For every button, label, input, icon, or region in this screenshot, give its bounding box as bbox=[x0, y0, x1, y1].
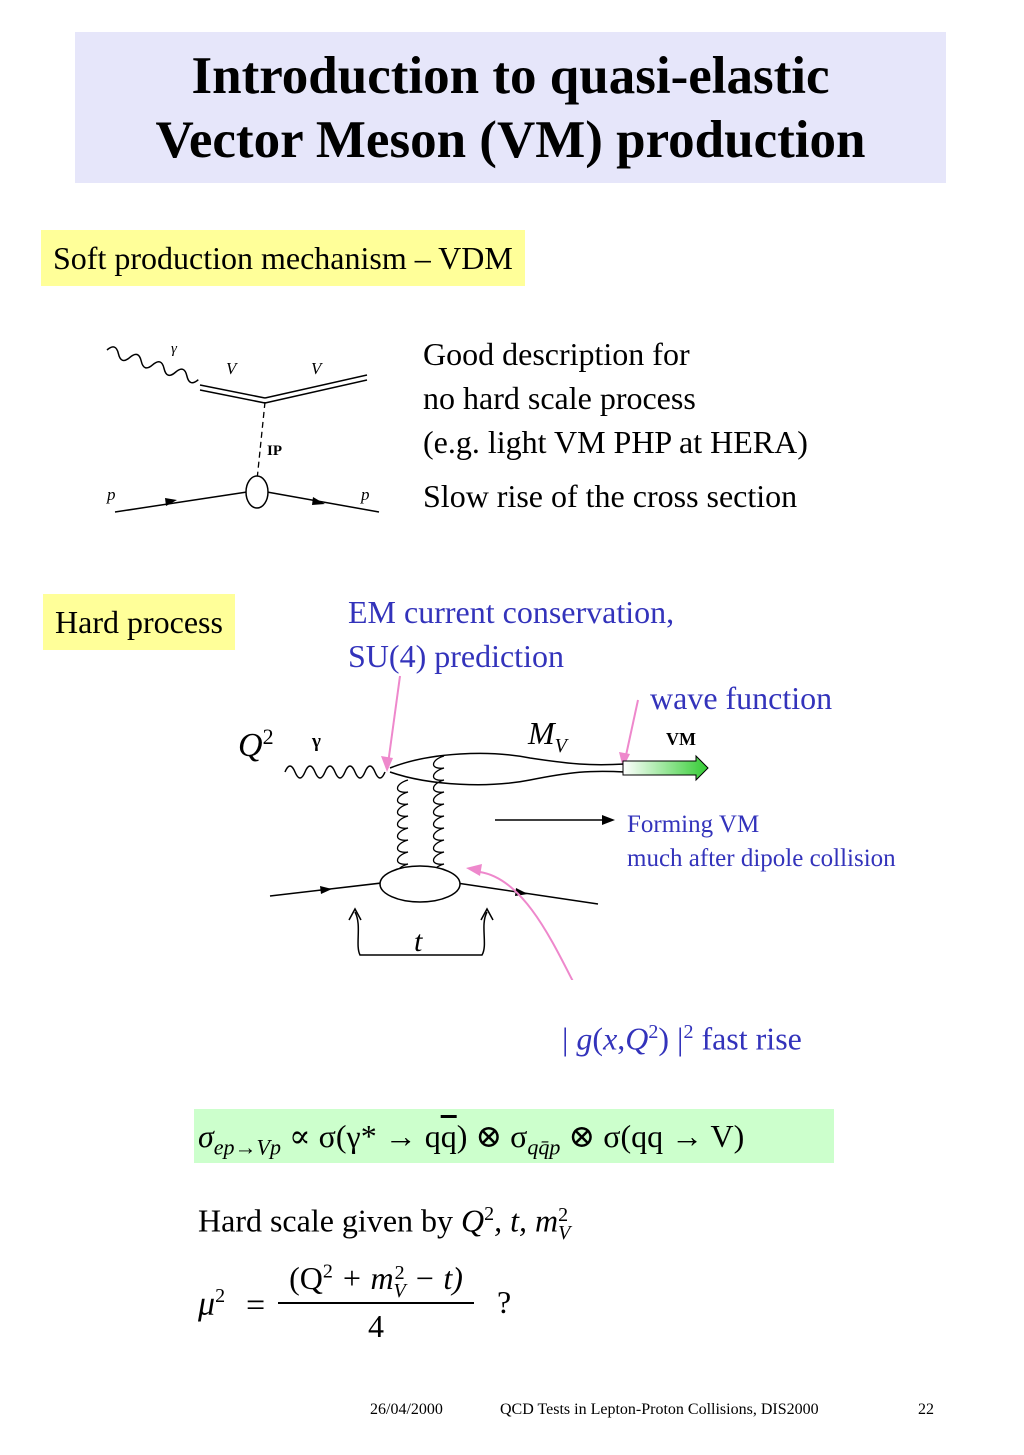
proton-vertex bbox=[245, 475, 269, 509]
question-mark: ? bbox=[497, 1284, 512, 1320]
forming-vm-line-1: Forming VM bbox=[627, 811, 760, 838]
title-box: Introduction to quasi-elastic Vector Mes… bbox=[75, 32, 946, 183]
soft-desc-line-3: (e.g. light VM PHP at HERA) bbox=[423, 424, 808, 460]
forming-vm-line-2: much after dipole collision bbox=[627, 845, 896, 872]
soft-desc-line-2: no hard scale process bbox=[423, 380, 696, 416]
gamma-label: γ bbox=[171, 341, 178, 357]
title-line-1: Introduction to quasi-elastic bbox=[191, 46, 830, 105]
em-note-line-1: EM current conservation, bbox=[348, 594, 675, 630]
proton-blob bbox=[379, 865, 461, 903]
gluon-pointer-line bbox=[479, 871, 574, 980]
mu-equals: = bbox=[246, 1287, 266, 1324]
vdm-diagram: γ V V IP p p bbox=[106, 341, 380, 513]
footer-date: 26/04/2000 bbox=[370, 1401, 443, 1418]
proton-arrow-in bbox=[165, 498, 177, 506]
vector-line-left-1 bbox=[199, 384, 266, 399]
gluon-density-note: | g(x,Q2) |2 fast rise bbox=[562, 1020, 802, 1057]
vector-line-left-2 bbox=[199, 389, 266, 404]
vm-label: VM bbox=[666, 729, 696, 749]
em-pointer-line bbox=[387, 675, 401, 765]
footer-page-number: 22 bbox=[918, 1401, 934, 1418]
hard-proton-arrow-in bbox=[320, 886, 332, 894]
p-in-label: p bbox=[106, 485, 116, 504]
v-label-right: V bbox=[311, 359, 324, 378]
em-current-note: EM current conservation, SU(4) predictio… bbox=[348, 590, 674, 678]
photon-line bbox=[106, 346, 199, 384]
title-line-2: Vector Meson (VM) production bbox=[155, 110, 866, 169]
em-note-line-2: SU(4) prediction bbox=[348, 638, 564, 674]
fraction-bar bbox=[278, 1302, 474, 1304]
proton-line-in bbox=[114, 491, 248, 513]
vm-arrow bbox=[622, 754, 709, 782]
gluon-right bbox=[432, 755, 445, 889]
wave-pointer-line bbox=[624, 699, 639, 761]
pomeron-line bbox=[256, 401, 266, 481]
dipole-lower bbox=[389, 770, 626, 786]
vector-line-right-2 bbox=[264, 379, 368, 404]
t-bracket-arrow-right bbox=[480, 907, 494, 921]
vector-line-right-1 bbox=[264, 374, 368, 399]
proton-arrow-out bbox=[312, 497, 325, 505]
soft-description: Good description for no hard scale proce… bbox=[423, 332, 808, 464]
wave-pointer-head bbox=[619, 752, 630, 768]
soft-production-heading: Soft production mechanism – VDM bbox=[41, 230, 525, 286]
mu-denominator: 4 bbox=[368, 1308, 384, 1344]
hard-process-diagram: Q2 γ MV VM t bbox=[238, 675, 709, 980]
hard-process-heading: Hard process bbox=[43, 594, 235, 650]
cross-section-equation-box bbox=[194, 1109, 834, 1163]
footer-conference: QCD Tests in Lepton-Proton Collisions, D… bbox=[500, 1401, 819, 1418]
hard-photon-line bbox=[284, 765, 386, 779]
t-bracket bbox=[354, 911, 488, 956]
em-pointer-head bbox=[381, 756, 393, 772]
mu-squared-formula: μ2 bbox=[198, 1285, 226, 1323]
proton-line-out bbox=[266, 491, 380, 513]
gluon-pointer-head bbox=[466, 864, 482, 876]
slow-rise-text: Slow rise of the cross section bbox=[423, 478, 798, 514]
soft-desc-line-1: Good description for bbox=[423, 336, 690, 372]
p-out-label: p bbox=[360, 485, 370, 504]
forming-vm-note: Forming VM much after dipole collision bbox=[627, 808, 896, 876]
dipole-upper bbox=[389, 752, 626, 769]
t-label: t bbox=[414, 925, 423, 958]
t-bracket-arrow-left bbox=[348, 907, 362, 921]
hard-gamma-label: γ bbox=[311, 731, 321, 752]
wave-function-label: wave function bbox=[650, 680, 833, 716]
mv-label: MV bbox=[527, 715, 570, 757]
forming-arrow-head bbox=[602, 815, 615, 825]
v-label-left: V bbox=[226, 359, 239, 378]
pomeron-label: IP bbox=[267, 443, 282, 459]
cross-section-equation: σep→Vp ∝ σ(γ* → qq) ⊗ σqq̄p ⊗ σ(qq → V) bbox=[198, 1118, 745, 1160]
q2-label: Q2 bbox=[238, 724, 274, 764]
